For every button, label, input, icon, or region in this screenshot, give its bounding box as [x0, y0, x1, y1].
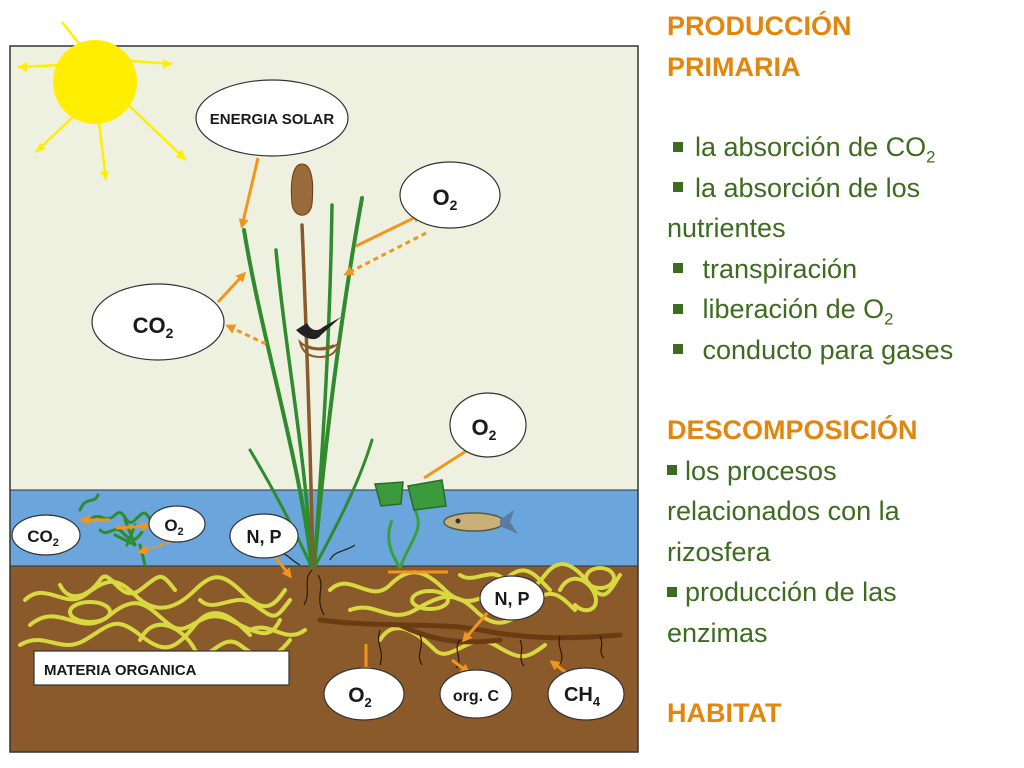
sun-icon: [17, 21, 187, 181]
bubble-co2-water: CO2: [11, 514, 81, 556]
bubble-np-soil: N, P: [479, 575, 545, 621]
svg-text:O2: O2: [348, 684, 372, 710]
svg-text:org. C: org. C: [453, 688, 500, 705]
svg-text:CO2: CO2: [27, 527, 59, 549]
svg-text:N, P: N, P: [246, 527, 281, 547]
bubble-o2-top: O2: [399, 161, 501, 229]
heading-descomposicion: DESCOMPOSICIÓN: [667, 415, 918, 445]
svg-text:ENERGIA SOLAR: ENERGIA SOLAR: [210, 111, 335, 128]
submerged-weed: [78, 493, 155, 567]
svg-text:O2: O2: [164, 516, 183, 538]
rhizome: [317, 617, 623, 645]
organic-root-mass: [18, 562, 622, 660]
svg-text:CO2: CO2: [133, 313, 174, 341]
bubble-co2-air: CO2: [91, 283, 225, 361]
bubble-energia-solar: ENERGIA SOLAR: [195, 79, 349, 157]
bullet-liberacion-o2: liberación de O2: [667, 289, 1019, 330]
water-zone: [10, 490, 638, 566]
bullet-conducto-gases: conducto para gases: [667, 330, 1019, 371]
wetland-ecosystem-diagram: ENERGIA SOLAR O2 CO2 O2 CO2 O2 N, P N, P…: [9, 21, 639, 753]
bubble-o2-bottom: O2: [323, 667, 405, 721]
svg-text:O2: O2: [472, 415, 497, 443]
label-materia-organica: MATERIA ORGANICA: [33, 650, 290, 686]
reed-seed-head: [290, 163, 314, 216]
flow-arrows: [79, 157, 569, 677]
svg-text:O2: O2: [433, 185, 458, 213]
bird-nest-icon: [296, 317, 341, 359]
floating-plant: [374, 479, 448, 574]
heading-habitat: HABITAT: [667, 698, 782, 728]
bubble-org-c: org. C: [439, 669, 513, 719]
bubble-ch4: CH4: [547, 667, 625, 721]
bubble-o2-mid: O2: [449, 392, 527, 458]
reed-plant: [242, 196, 374, 570]
bullet-transpiracion: transpiración: [667, 249, 1019, 290]
fish-icon: [443, 510, 518, 534]
bubble-np-water: N, P: [229, 513, 299, 559]
bullet-absorcion-co2: la absorción de CO2: [667, 127, 1019, 168]
svg-text:N, P: N, P: [494, 589, 529, 609]
svg-text:MATERIA ORGANICA: MATERIA ORGANICA: [44, 662, 197, 679]
bubble-o2-water: O2: [148, 505, 206, 543]
diagram-frame: [9, 45, 639, 753]
svg-text:CH4: CH4: [564, 684, 601, 709]
